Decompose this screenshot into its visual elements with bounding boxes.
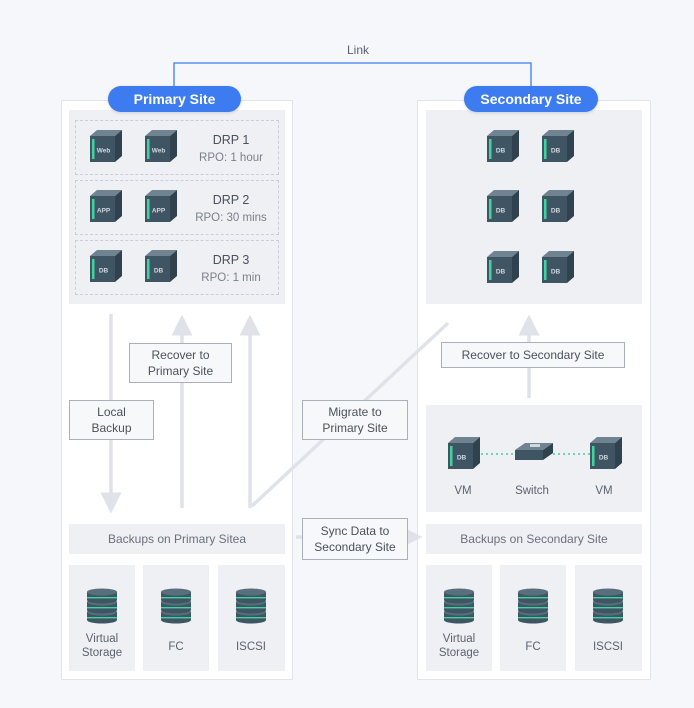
switch-icon bbox=[515, 443, 553, 460]
drp-2-name: DRP 2 bbox=[212, 193, 250, 207]
primary-storage-icon-2 bbox=[161, 588, 191, 624]
svg-text:DB: DB bbox=[551, 148, 561, 155]
secondary-db-server-3a-icon: DB bbox=[487, 251, 519, 283]
server-drp2-b-icon: APP bbox=[145, 190, 177, 222]
secondary-db-server-1a-icon: DB bbox=[487, 130, 519, 162]
svg-text:DB: DB bbox=[496, 148, 506, 155]
secondary-storage-icon-2 bbox=[518, 588, 548, 624]
drp-row-3 bbox=[75, 240, 279, 295]
secondary-backups-bar: Backups on Secondary Site bbox=[426, 524, 642, 554]
recover-to-primary-label: Recover to Primary Site bbox=[129, 343, 232, 383]
svg-text:Web: Web bbox=[97, 148, 111, 155]
svg-text:DB: DB bbox=[457, 455, 467, 462]
primary-storage-icon-1 bbox=[87, 588, 117, 624]
svg-text:DB: DB bbox=[599, 455, 609, 462]
recover-to-secondary-label: Recover to Secondary Site bbox=[441, 342, 625, 368]
primary-backups-label: Backups on Primary Sitea bbox=[107, 532, 247, 546]
primary-storage-virtual-label: Virtual Storage bbox=[81, 633, 123, 659]
svg-text:DB: DB bbox=[551, 269, 561, 276]
primary-backups-bar: Backups on Primary Sitea bbox=[69, 524, 285, 554]
secondary-site-title: Secondary Site bbox=[464, 86, 598, 112]
drp-row-2 bbox=[75, 180, 279, 235]
drp-row-1 bbox=[75, 120, 279, 175]
secondary-db-server-3b-icon: DB bbox=[542, 251, 574, 283]
local-backup-label: Local Backup bbox=[69, 400, 154, 440]
vm-left-label: VM bbox=[454, 485, 472, 497]
primary-storage-iscsi-label: ISCSI bbox=[235, 641, 267, 653]
secondary-db-server-2b-icon: DB bbox=[542, 190, 574, 222]
link-label: Link bbox=[346, 43, 369, 57]
drp-1-name: DRP 1 bbox=[212, 133, 250, 147]
secondary-storage-virtual-label: Virtual Storage bbox=[438, 633, 480, 659]
secondary-storage-icon-1 bbox=[444, 588, 474, 624]
secondary-db-server-2a-icon: DB bbox=[487, 190, 519, 222]
vm-left-server-icon: DB bbox=[448, 437, 480, 469]
migrate-to-primary-label: Migrate to Primary Site bbox=[302, 400, 408, 440]
primary-storage-fc-label: FC bbox=[168, 641, 184, 653]
server-drp2-a-icon: APP bbox=[90, 190, 122, 222]
drp-3-rpo: RPO: 1 min bbox=[201, 272, 261, 284]
server-drp1-a-icon: Web bbox=[90, 130, 122, 162]
drp-3-name: DRP 3 bbox=[212, 253, 250, 267]
secondary-servers-zone bbox=[426, 110, 642, 304]
vm-right-server-icon: DB bbox=[590, 437, 622, 469]
secondary-backups-label: Backups on Secondary Site bbox=[460, 532, 608, 546]
svg-text:DB: DB bbox=[99, 268, 109, 275]
server-drp3-a-icon: DB bbox=[90, 250, 122, 282]
secondary-db-server-1b-icon: DB bbox=[542, 130, 574, 162]
secondary-storage-fc-label: FC bbox=[525, 641, 541, 653]
secondary-storage-iscsi-label: ISCSI bbox=[592, 641, 624, 653]
svg-text:APP: APP bbox=[152, 208, 166, 215]
switch-label: Switch bbox=[515, 485, 549, 497]
svg-text:DB: DB bbox=[551, 208, 561, 215]
svg-text:APP: APP bbox=[97, 208, 111, 215]
primary-storage-icon-3 bbox=[236, 588, 266, 624]
svg-text:DB: DB bbox=[496, 269, 506, 276]
drp-2-rpo: RPO: 30 mins bbox=[195, 212, 267, 224]
svg-text:DB: DB bbox=[154, 268, 164, 275]
secondary-storage-icon-3 bbox=[593, 588, 623, 624]
server-drp3-b-icon: DB bbox=[145, 250, 177, 282]
svg-text:Web: Web bbox=[152, 148, 166, 155]
sync-data-label: Sync Data to Secondary Site bbox=[302, 518, 408, 560]
primary-site-title: Primary Site bbox=[108, 86, 241, 112]
server-drp1-b-icon: Web bbox=[145, 130, 177, 162]
drp-1-rpo: RPO: 1 hour bbox=[199, 152, 263, 164]
vm-right-label: VM bbox=[595, 485, 613, 497]
svg-text:DB: DB bbox=[496, 208, 506, 215]
